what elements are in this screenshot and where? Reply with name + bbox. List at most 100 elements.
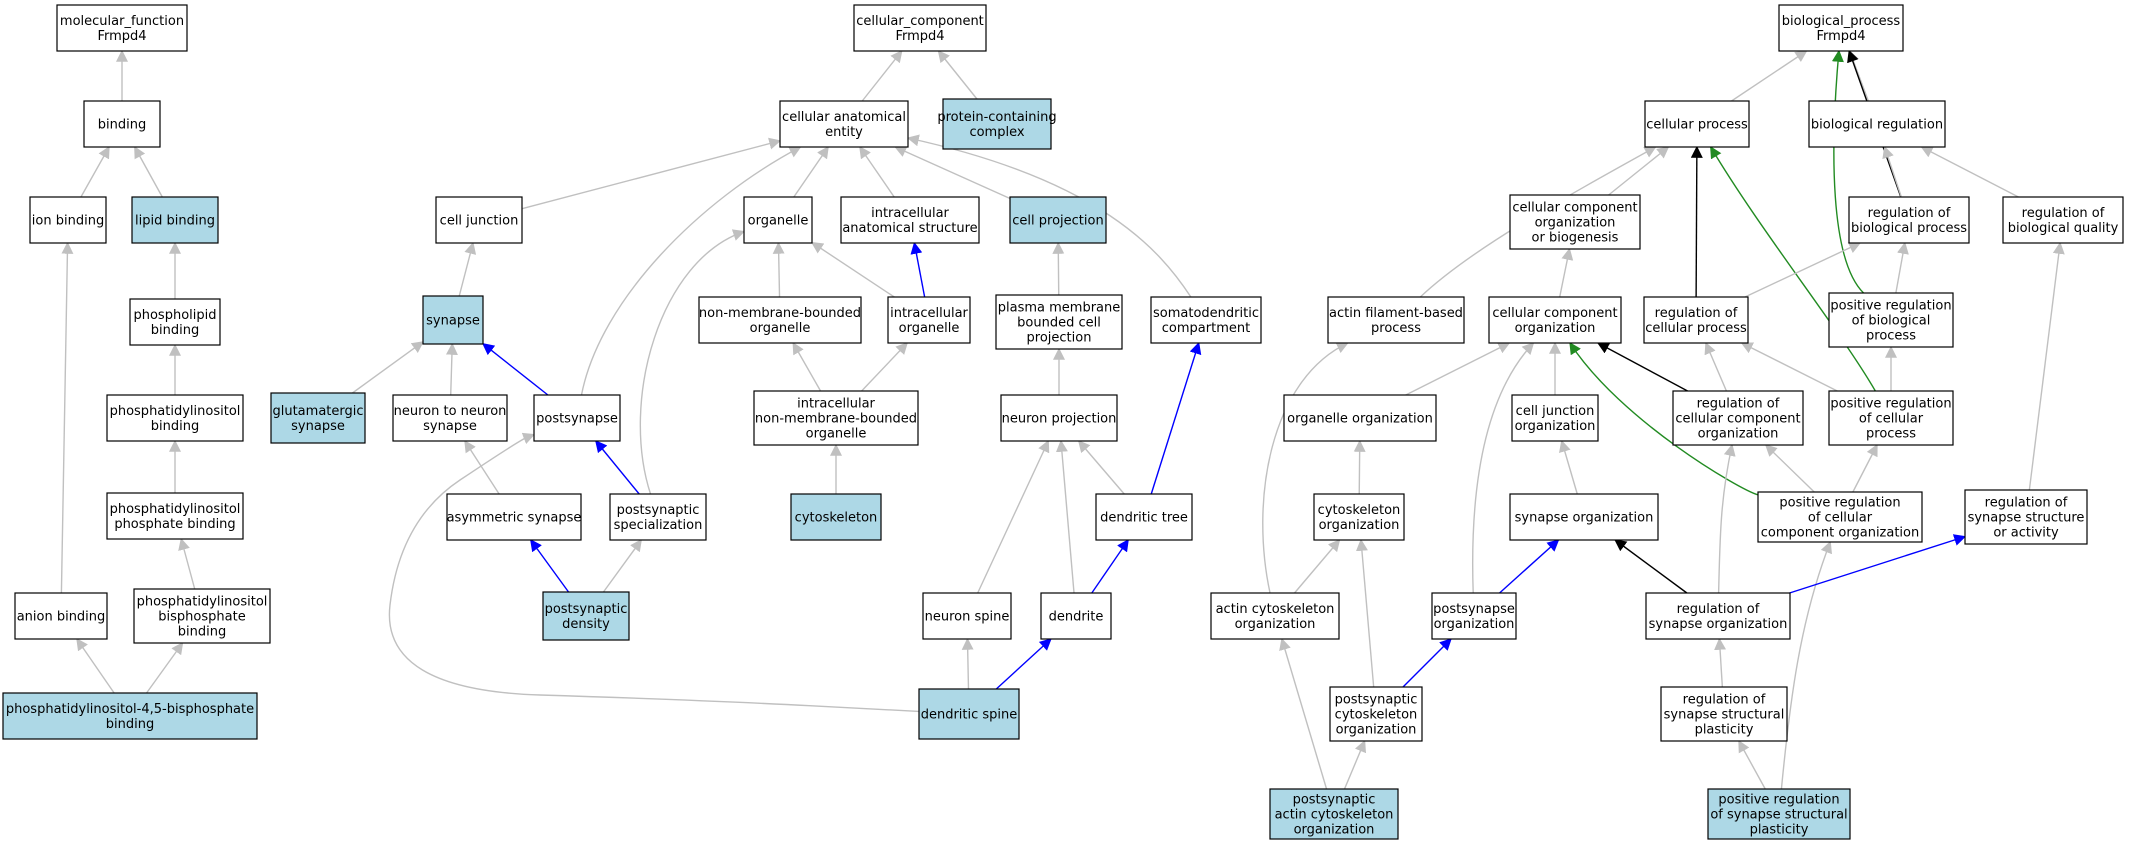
node-label: glutamatergic — [272, 404, 363, 419]
node-box — [2002, 196, 2124, 244]
edge-is-a — [145, 642, 184, 694]
go-term-node-pi45bp-binding[interactable]: phosphatidylinositol-4,5-bisphosphatebin… — [2, 692, 258, 740]
node-box — [753, 390, 919, 446]
go-term-node-dend-spine[interactable]: dendritic spine — [918, 688, 1020, 740]
node-box — [918, 688, 1020, 740]
go-term-node-binding[interactable]: binding — [83, 100, 161, 148]
go-term-node-cell-proc[interactable]: cellular process — [1644, 100, 1750, 148]
edge-is-a — [1405, 342, 1511, 396]
go-term-node-asym-syn[interactable]: asymmetric synapse — [446, 493, 582, 541]
edge-part-of — [1150, 341, 1202, 495]
go-term-node-lipid-binding[interactable]: lipid binding — [131, 196, 219, 244]
node-box — [1329, 686, 1423, 742]
node-box — [840, 196, 980, 244]
node-box — [779, 100, 909, 148]
node-label: cellular component — [1512, 201, 1637, 216]
node-label: complex — [969, 125, 1024, 140]
go-term-node-dend-tree[interactable]: dendritic tree — [1095, 493, 1193, 541]
go-term-node-inmbo[interactable]: intracellularnon-membrane-boundedorganel… — [753, 390, 919, 446]
go-term-node-anion-binding[interactable]: anion binding — [14, 592, 108, 640]
edge-is-a — [1608, 146, 1670, 196]
go-term-node-ion-binding[interactable]: ion binding — [29, 196, 107, 244]
node-box — [14, 592, 108, 640]
go-term-node-org-org[interactable]: organelle organization — [1283, 394, 1437, 442]
go-term-node-cell-projection[interactable]: cell projection — [1009, 196, 1107, 244]
node-label: binding — [98, 118, 146, 133]
go-term-node-bio-reg[interactable]: biological regulation — [1808, 100, 1946, 148]
edge-is-a — [76, 638, 115, 694]
node-label: or activity — [1993, 526, 2059, 541]
edge-is-a — [1882, 145, 1902, 198]
edge-is-a — [937, 50, 978, 100]
go-term-node-organelle[interactable]: organelle — [743, 196, 813, 244]
go-term-node-neuron-spine[interactable]: neuron spine — [922, 592, 1012, 640]
node-box — [1327, 296, 1465, 344]
edge-is-a — [60, 241, 74, 594]
go-term-node-cell-junction[interactable]: cell junction — [435, 196, 523, 244]
go-term-node-cytoskeleton[interactable]: cytoskeleton — [790, 493, 882, 541]
edge-is-a — [580, 146, 802, 396]
node-label: positive regulation — [1779, 496, 1900, 511]
go-term-node-postsynapse[interactable]: postsynapse — [533, 394, 621, 442]
go-term-node-syn-org[interactable]: synapse organization — [1509, 493, 1659, 541]
node-label: organization — [1294, 823, 1375, 838]
edge-is-a — [521, 137, 782, 210]
node-box — [1645, 592, 1791, 640]
node-label: synapse — [426, 314, 480, 329]
node-box — [1828, 390, 1954, 446]
node-label: cellular_component — [856, 14, 984, 29]
node-label: postsynaptic — [545, 602, 628, 617]
go-term-node-neuron-proj[interactable]: neuron projection — [1000, 394, 1118, 442]
go-term-node-synapse[interactable]: synapse — [422, 295, 484, 345]
node-label: bisphosphate — [158, 610, 245, 625]
node-label: synapse — [291, 419, 345, 434]
node-box — [887, 296, 971, 344]
node-label: cellular process — [1646, 118, 1748, 133]
go-term-node-dendrite[interactable]: dendrite — [1040, 592, 1112, 640]
node-box — [2, 692, 258, 740]
edge-positively-regulates — [1831, 49, 1865, 294]
node-label: biological regulation — [1811, 118, 1943, 133]
node-label: regulation of — [1985, 496, 2068, 511]
edge-is-a — [445, 342, 458, 396]
edge-is-a — [352, 341, 424, 394]
